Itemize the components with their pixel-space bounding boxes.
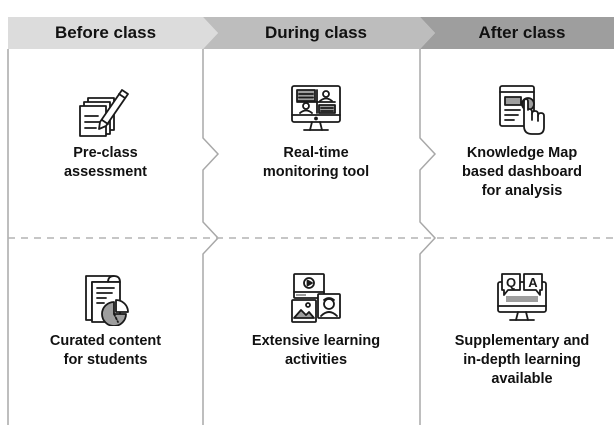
- svg-text:A: A: [528, 275, 538, 290]
- label-real-time-monitoring: Real-time monitoring tool: [212, 144, 420, 182]
- label-line: for analysis: [481, 183, 563, 199]
- pen-and-paper-icon: [78, 89, 129, 137]
- divider-before-during: [202, 49, 220, 425]
- label-curated-content: Curated content for students: [8, 332, 203, 370]
- header-after-class: After class: [478, 23, 566, 42]
- cell-pre-class-assessment: Pre-class assessment: [8, 82, 203, 182]
- label-line: activities: [284, 352, 348, 368]
- cell-knowledge-map-dashboard: Knowledge Map based dashboard for analys…: [430, 82, 614, 201]
- label-line: in-depth learning: [463, 352, 581, 368]
- label-extensive-learning: Extensive learning activities: [212, 332, 420, 370]
- dashboard-click-icon: [499, 85, 545, 135]
- label-line: Real-time: [283, 145, 349, 161]
- label-line: Supplementary and: [454, 333, 590, 349]
- header-during-class: During class: [264, 23, 368, 42]
- label-line: for students: [63, 352, 148, 368]
- label-line: Knowledge Map: [466, 145, 578, 161]
- monitor-video-call-icon: [291, 85, 341, 131]
- cell-real-time-monitoring: Real-time monitoring tool: [212, 82, 420, 182]
- document-pie-chart-icon: [84, 275, 129, 326]
- label-line: based dashboard: [461, 164, 583, 180]
- header-before-class: Before class: [54, 23, 157, 42]
- label-knowledge-map-dashboard: Knowledge Map based dashboard for analys…: [430, 144, 614, 201]
- label-line: available: [491, 371, 553, 387]
- label-line: Extensive learning: [251, 333, 381, 349]
- divider-during-after: [419, 49, 437, 425]
- label-line: Pre-class: [73, 145, 138, 161]
- label-line: Curated content: [49, 333, 162, 349]
- cell-extensive-learning: Extensive learning activities: [212, 270, 420, 370]
- label-line: assessment: [63, 164, 148, 180]
- cell-supplementary-learning: Q A Supplementary and in-depth learning …: [430, 270, 614, 389]
- label-line: monitoring tool: [262, 164, 370, 180]
- monitor-qa-icon: Q A: [497, 273, 547, 321]
- label-supplementary-learning: Supplementary and in-depth learning avai…: [430, 332, 614, 389]
- cell-curated-content: Curated content for students: [8, 270, 203, 370]
- header-band-before: [8, 17, 218, 49]
- header-band-during: [203, 17, 435, 49]
- header-band-after: [420, 17, 614, 49]
- svg-text:Q: Q: [506, 275, 516, 290]
- label-pre-class-assessment: Pre-class assessment: [8, 144, 203, 182]
- media-collage-icon: [291, 273, 341, 323]
